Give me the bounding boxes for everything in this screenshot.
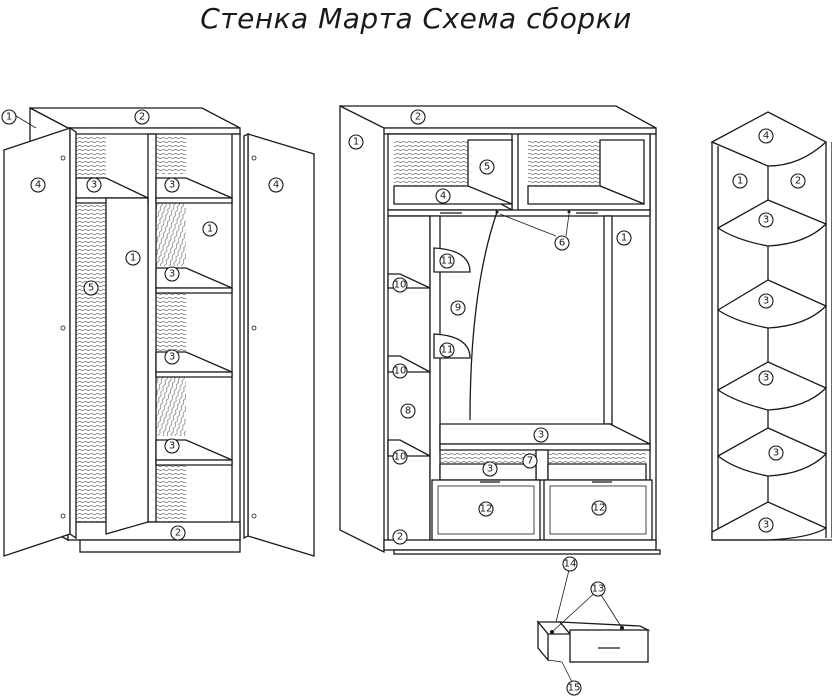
svg-text:3: 3 xyxy=(91,180,97,191)
svg-text:11: 11 xyxy=(441,345,454,356)
svg-text:3: 3 xyxy=(169,180,175,191)
svg-text:1: 1 xyxy=(6,112,12,123)
svg-text:15: 15 xyxy=(568,683,581,694)
callout: 1 xyxy=(348,134,364,150)
svg-text:1: 1 xyxy=(621,233,627,244)
svg-text:11: 11 xyxy=(441,256,454,267)
svg-text:3: 3 xyxy=(763,215,769,226)
left-wardrobe xyxy=(3,106,315,557)
callout: 3 xyxy=(758,370,774,386)
svg-text:13: 13 xyxy=(592,584,605,595)
callout: 14 xyxy=(562,556,578,572)
svg-text:1: 1 xyxy=(737,176,743,187)
svg-text:4: 4 xyxy=(763,131,769,142)
svg-text:1: 1 xyxy=(207,224,213,235)
svg-text:3: 3 xyxy=(169,269,175,280)
callout: 1 xyxy=(125,250,141,266)
svg-text:4: 4 xyxy=(273,180,279,191)
svg-text:9: 9 xyxy=(455,303,461,314)
callout: 2 xyxy=(410,109,426,125)
svg-text:3: 3 xyxy=(169,352,175,363)
callout: 4 xyxy=(758,128,774,144)
callout: 5 xyxy=(479,159,495,175)
callout: 3 xyxy=(758,293,774,309)
center-top-panel xyxy=(339,105,657,129)
callout: 3 xyxy=(758,517,774,533)
svg-text:3: 3 xyxy=(773,448,779,459)
callout: 4 xyxy=(435,188,451,204)
callout: 3 xyxy=(768,445,784,461)
callout: 2 xyxy=(790,173,806,189)
callout: 10 xyxy=(392,277,408,293)
callout: 3 xyxy=(164,266,180,282)
callout: 2 xyxy=(170,525,186,541)
svg-text:3: 3 xyxy=(487,464,493,475)
svg-text:3: 3 xyxy=(169,441,175,452)
callout: 6 xyxy=(554,235,570,251)
callout: 3 xyxy=(164,349,180,365)
callout: 1 xyxy=(732,173,748,189)
callout: 3 xyxy=(164,177,180,193)
svg-text:2: 2 xyxy=(415,112,421,123)
callout: 9 xyxy=(450,300,466,316)
svg-text:3: 3 xyxy=(538,430,544,441)
callout: 3 xyxy=(758,212,774,228)
svg-text:3: 3 xyxy=(763,520,769,531)
callout: 1 xyxy=(616,230,632,246)
svg-text:5: 5 xyxy=(88,283,94,294)
callout: 11 xyxy=(439,253,455,269)
svg-text:7: 7 xyxy=(527,456,533,467)
callout: 1 xyxy=(202,221,218,237)
center-side-panel xyxy=(339,104,385,554)
center-wardrobe xyxy=(339,104,661,555)
svg-text:14: 14 xyxy=(564,559,577,570)
callout: 3 xyxy=(533,427,549,443)
svg-text:5: 5 xyxy=(484,162,490,173)
callout: 4 xyxy=(268,177,284,193)
callout: 2 xyxy=(134,109,150,125)
svg-text:10: 10 xyxy=(394,452,407,463)
svg-text:1: 1 xyxy=(130,253,136,264)
svg-text:3: 3 xyxy=(763,296,769,307)
callout: 5 xyxy=(83,280,99,296)
svg-text:2: 2 xyxy=(795,176,801,187)
svg-text:4: 4 xyxy=(440,191,446,202)
svg-text:3: 3 xyxy=(763,373,769,384)
callout: 2 xyxy=(392,529,408,545)
callout: 15 xyxy=(566,680,582,696)
svg-text:2: 2 xyxy=(175,528,181,539)
callout: 12 xyxy=(591,500,607,516)
callout: 3 xyxy=(164,438,180,454)
right-door[interactable] xyxy=(247,133,315,557)
callout: 11 xyxy=(439,342,455,358)
callout: 10 xyxy=(392,363,408,379)
svg-text:10: 10 xyxy=(394,280,407,291)
svg-text:10: 10 xyxy=(394,366,407,377)
callout: 10 xyxy=(392,449,408,465)
left-right-side-panel xyxy=(231,133,241,541)
callout: 13 xyxy=(590,581,606,597)
callout: 7 xyxy=(522,453,538,469)
svg-text:1: 1 xyxy=(353,137,359,148)
svg-text:2: 2 xyxy=(139,112,145,123)
svg-text:2: 2 xyxy=(397,532,403,543)
diagram-title: Стенка Марта Схема сборки xyxy=(200,2,632,35)
svg-text:12: 12 xyxy=(480,504,493,515)
callout: 3 xyxy=(86,177,102,193)
drawer-detail xyxy=(536,565,651,687)
callout: 1 xyxy=(1,109,17,125)
callout: 4 xyxy=(30,177,46,193)
callout: 8 xyxy=(400,403,416,419)
svg-text:4: 4 xyxy=(35,180,41,191)
callouts: 1 2 4 3 3 4 1 1 3 5 3 3 2 2 1 5 4 6 1 11… xyxy=(1,109,806,696)
svg-text:12: 12 xyxy=(593,503,606,514)
callout: 12 xyxy=(478,501,494,517)
corner-shelf-unit xyxy=(710,111,832,541)
callout: 3 xyxy=(482,461,498,477)
svg-text:6: 6 xyxy=(559,238,565,249)
svg-text:8: 8 xyxy=(405,406,411,417)
